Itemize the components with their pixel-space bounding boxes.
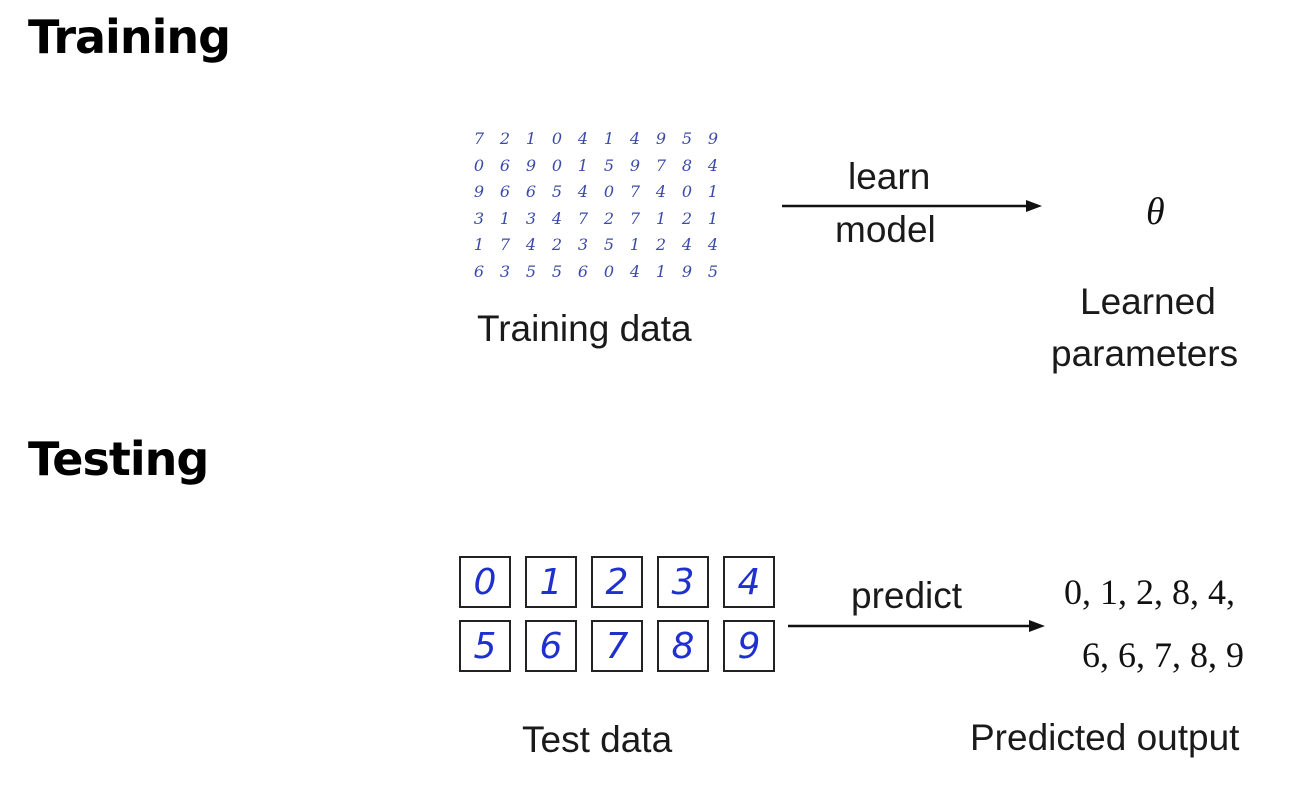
predicted-output-line1: 0, 1, 2, 8, 4, (1064, 572, 1235, 612)
test-digit-box: 1 (525, 556, 577, 608)
training-digit: 3 (525, 208, 537, 228)
training-digit: 5 (681, 129, 693, 148)
test-digit-box: 8 (657, 620, 709, 672)
training-digit: 1 (707, 182, 719, 201)
training-digit: 5 (603, 235, 615, 254)
test-digit-box: 4 (723, 556, 775, 608)
training-digit: 1 (603, 129, 615, 148)
test-digit-box: 7 (591, 620, 643, 672)
training-digit: 6 (499, 155, 511, 175)
training-digit: 7 (629, 182, 641, 201)
training-digit: 5 (603, 155, 615, 175)
training-digit: 0 (681, 182, 693, 201)
training-digit: 3 (577, 235, 589, 254)
training-digit: 9 (525, 155, 537, 175)
training-digit: 2 (551, 235, 563, 254)
training-digit: 1 (473, 235, 485, 254)
model-label: model (835, 209, 936, 250)
predicted-output-label: Predicted output (970, 717, 1240, 758)
training-digit: 3 (473, 208, 485, 228)
predicted-output-line2: 6, 6, 7, 8, 9 (1082, 635, 1244, 675)
training-digit: 7 (577, 208, 589, 228)
training-digit: 9 (707, 129, 719, 148)
training-digit: 0 (603, 182, 615, 201)
test-digit-box: 9 (723, 620, 775, 672)
training-digit: 4 (655, 182, 667, 201)
training-digit: 1 (629, 235, 641, 254)
training-digit: 4 (525, 235, 537, 254)
training-digit: 8 (681, 155, 693, 175)
training-digit: 2 (603, 208, 615, 228)
training-digit: 5 (551, 182, 563, 201)
training-digit: 7 (499, 235, 511, 254)
training-digit: 4 (707, 155, 719, 175)
test-digit-box: 5 (459, 620, 511, 672)
training-digit: 1 (655, 208, 667, 228)
learn-label: learn (848, 156, 931, 197)
training-digit: 7 (629, 208, 641, 228)
training-digit: 4 (707, 235, 719, 254)
training-digit: 2 (655, 235, 667, 254)
theta-symbol: θ (1146, 191, 1165, 233)
testing-heading: Testing (28, 432, 209, 486)
training-digit: 0 (603, 261, 615, 281)
training-digit: 9 (655, 129, 667, 148)
training-data-label: Training data (477, 308, 692, 349)
training-digit: 4 (629, 261, 641, 281)
test-digit-box: 0 (459, 556, 511, 608)
training-digit: 6 (499, 182, 511, 201)
training-digit: 2 (499, 129, 511, 148)
training-digit: 4 (577, 129, 589, 148)
test-digit-box: 6 (525, 620, 577, 672)
training-digit: 3 (499, 261, 511, 281)
training-digit: 0 (551, 155, 563, 175)
predict-arrow (788, 620, 1045, 632)
training-digit: 1 (499, 208, 511, 228)
training-digit: 6 (525, 182, 537, 201)
training-digit: 4 (629, 129, 641, 148)
test-digit-box: 3 (657, 556, 709, 608)
training-digit: 9 (681, 261, 693, 281)
training-digit: 4 (577, 182, 589, 201)
learn-arrow (782, 200, 1042, 212)
parameters-label: parameters (1051, 333, 1239, 374)
training-digit: 7 (655, 155, 667, 175)
training-digit: 4 (551, 208, 563, 228)
training-digit: 0 (551, 129, 563, 148)
test-digit-box: 2 (591, 556, 643, 608)
training-digit: 6 (473, 261, 485, 281)
training-digit: 1 (655, 261, 667, 281)
training-digit: 9 (629, 155, 641, 175)
predict-label: predict (851, 575, 963, 616)
training-digit: 5 (525, 261, 537, 281)
training-digit: 0 (473, 155, 485, 175)
training-digit: 4 (681, 235, 693, 254)
training-heading: Training (28, 10, 231, 64)
training-digit: 2 (681, 208, 693, 228)
training-digit: 7 (473, 129, 485, 148)
training-digit: 5 (551, 261, 563, 281)
test-data-label: Test data (522, 719, 673, 760)
training-digit: 5 (707, 261, 719, 281)
training-digit: 1 (707, 208, 719, 228)
learned-label: Learned (1080, 281, 1216, 322)
training-digit: 6 (577, 261, 589, 281)
training-digit: 1 (525, 129, 537, 148)
training-digit: 1 (577, 155, 589, 175)
training-digit: 9 (473, 182, 485, 201)
